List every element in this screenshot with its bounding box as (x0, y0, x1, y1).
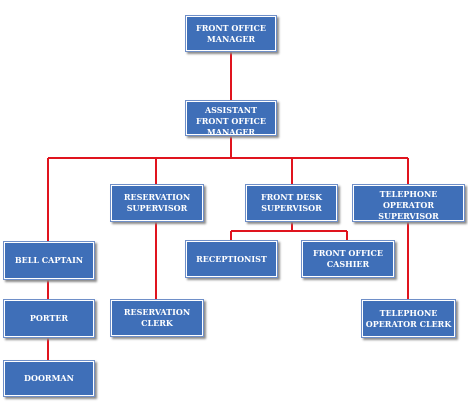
box-front-office-manager: FRONT OFFICE MANAGER (185, 15, 277, 52)
label-porter: PORTER (29, 313, 69, 323)
box-assistant-front-office-manager: ASSISTANT FRONT OFFICE MANAGER (185, 100, 277, 136)
label-receptionist: RECEPTIONIST (196, 253, 267, 264)
label-front-desk-supervisor: FRONT DESK SUPERVISOR (260, 192, 323, 213)
label-telephone-operator-clerk: TELEPHONE OPERATOR CLERK (365, 307, 452, 329)
box-reservation-clerk: RESERVATION CLERK (110, 299, 204, 337)
label-front-office-cashier: FRONT OFFICE CASHIER (313, 248, 383, 269)
label-reservation-supervisor: RESERVATION SUPERVISOR (123, 192, 191, 213)
label-doorman: DOORMAN (24, 373, 74, 383)
label-telephone-operator-supervisor: TELEPHONE OPERATOR SUPERVISOR (378, 189, 439, 221)
label-reservation-clerk: RESERVATION CLERK (123, 307, 191, 328)
box-reservation-supervisor: RESERVATION SUPERVISOR (110, 184, 204, 222)
label-front-office-manager: FRONT OFFICE MANAGER (196, 22, 266, 44)
label-assistant-front-office-manager: ASSISTANT FRONT OFFICE MANAGER (196, 105, 266, 136)
box-telephone-operator-clerk: TELEPHONE OPERATOR CLERK (361, 299, 456, 338)
box-receptionist: RECEPTIONIST (185, 240, 278, 278)
box-doorman: DOORMAN (3, 360, 95, 397)
box-telephone-operator-supervisor: TELEPHONE OPERATOR SUPERVISOR (352, 184, 465, 222)
box-porter: PORTER (3, 299, 95, 338)
box-front-office-cashier: FRONT OFFICE CASHIER (301, 240, 395, 278)
label-bell-captain: BELL CAPTAIN (14, 255, 84, 265)
box-bell-captain: BELL CAPTAIN (3, 241, 95, 280)
box-front-desk-supervisor: FRONT DESK SUPERVISOR (245, 184, 338, 222)
